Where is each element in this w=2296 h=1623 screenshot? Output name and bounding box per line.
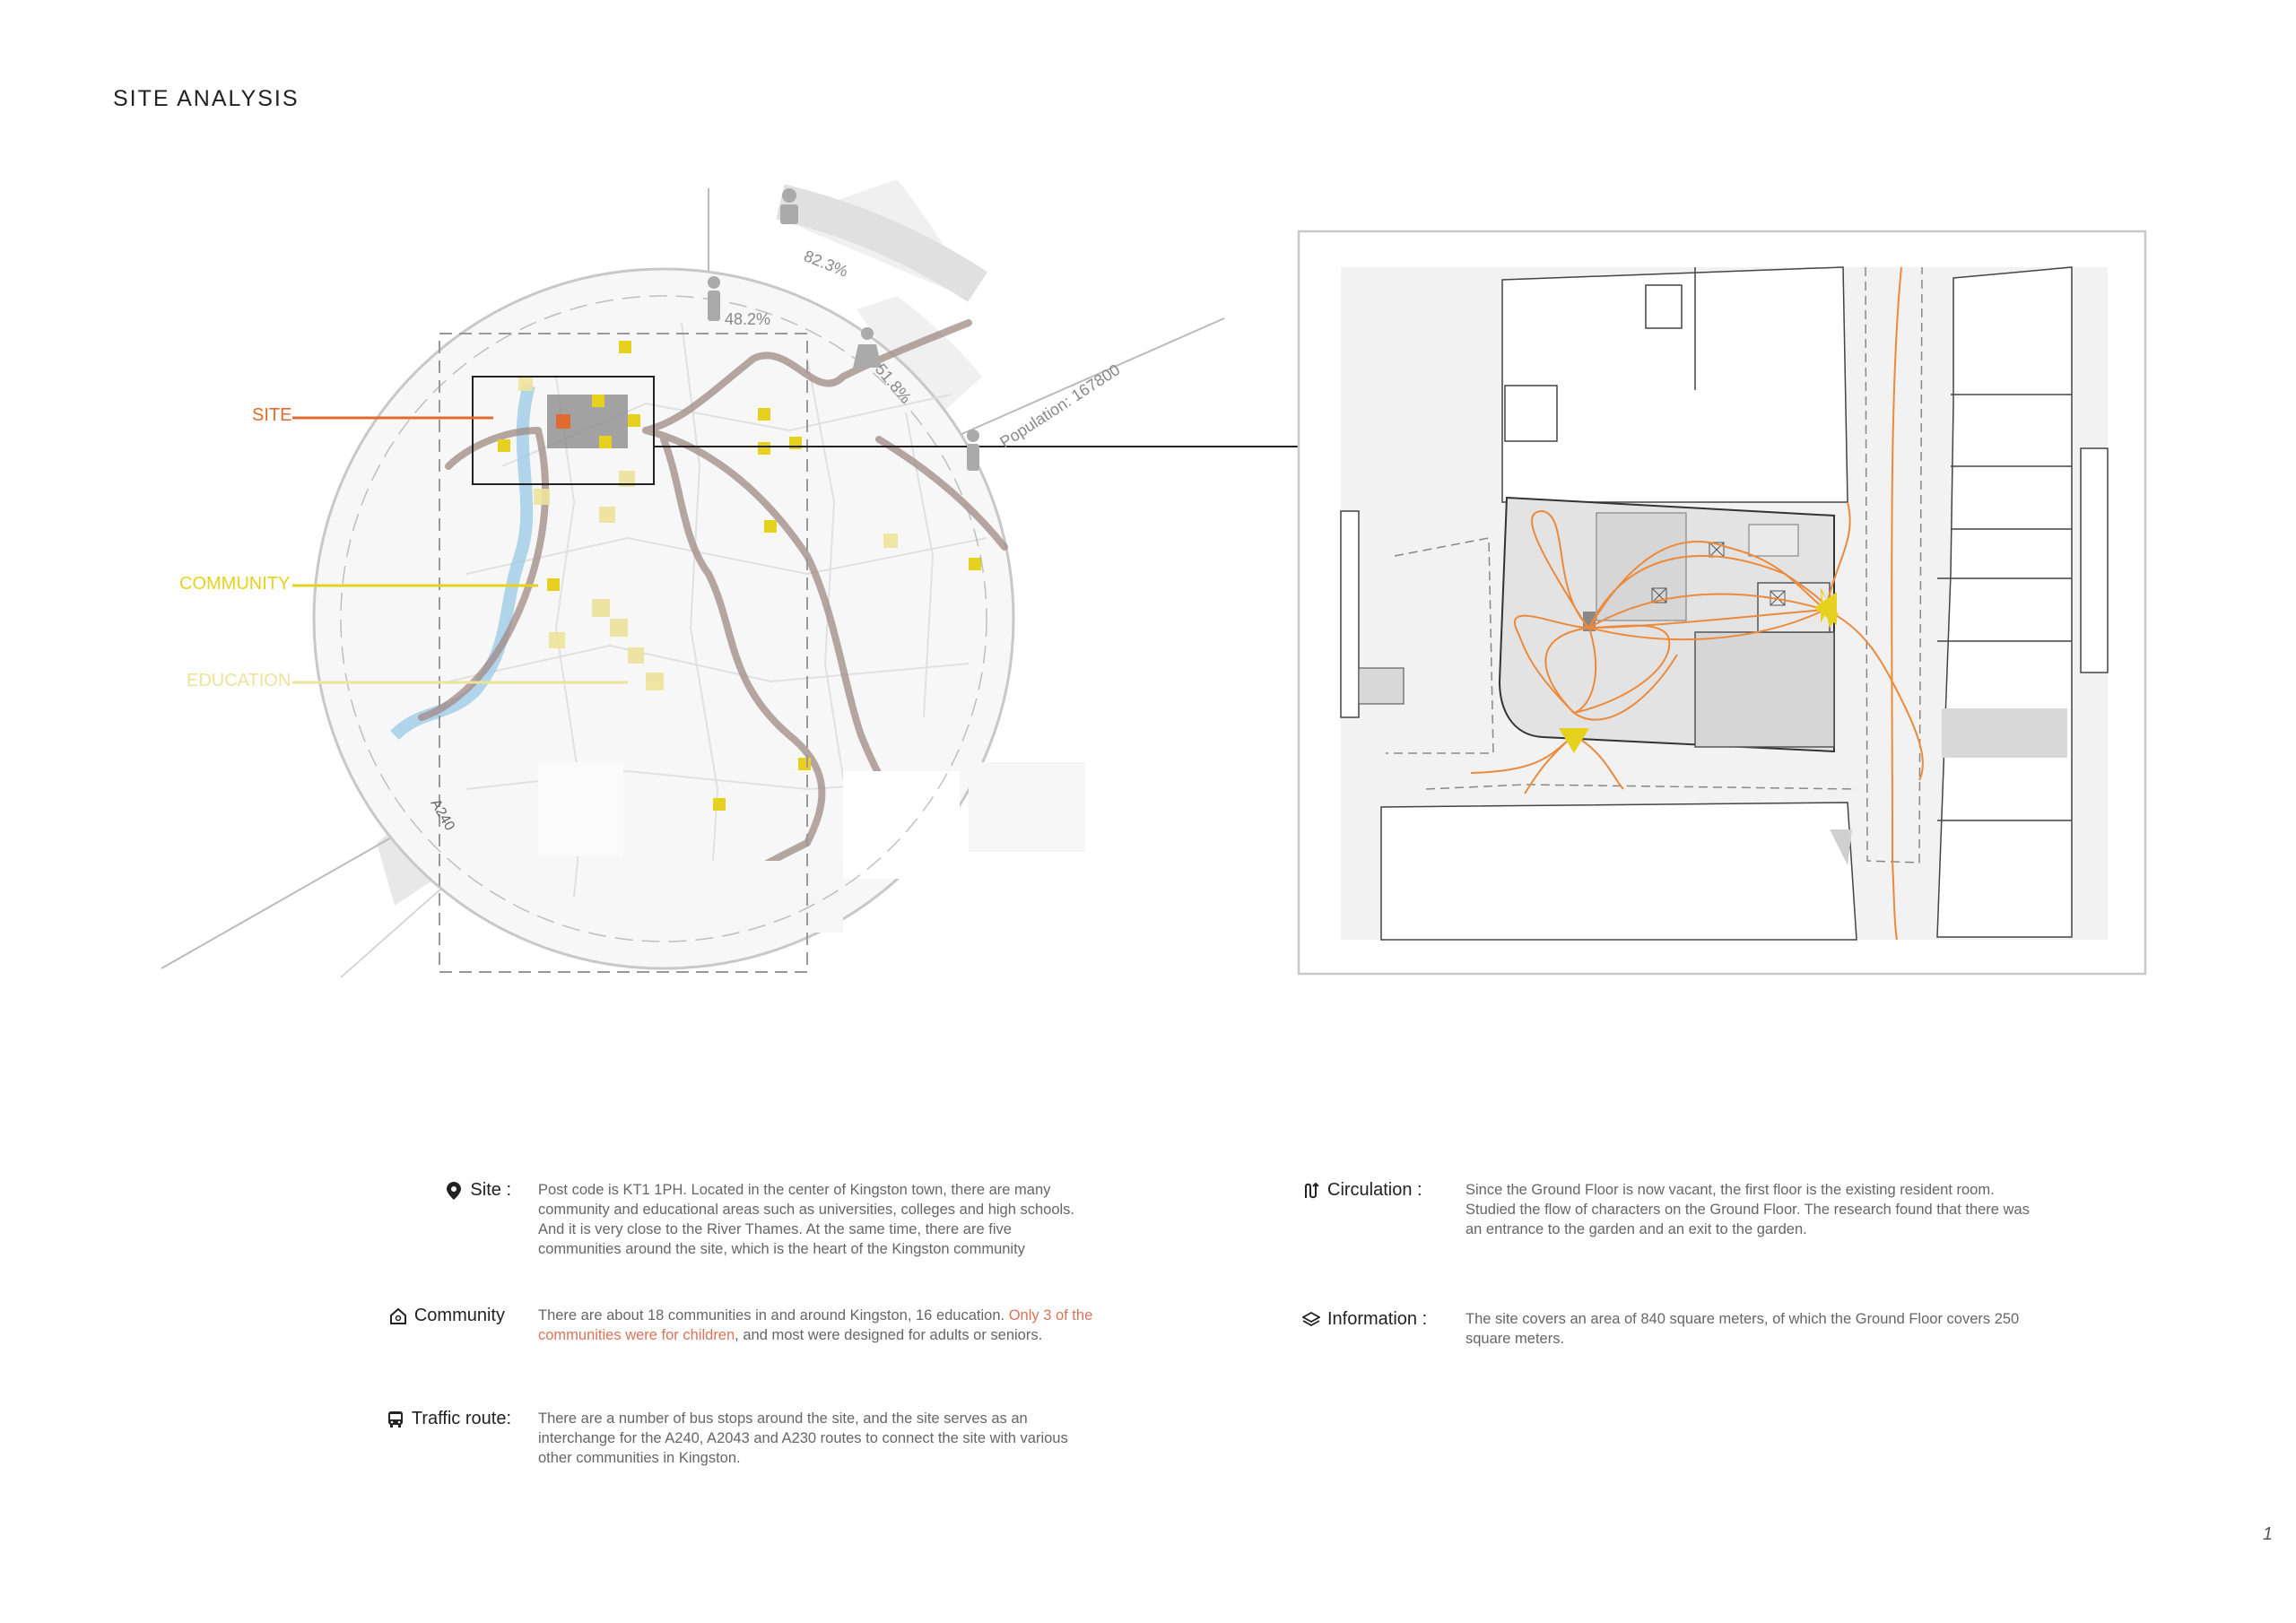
community-heading-label: Community (413, 1306, 505, 1325)
person-icons (708, 188, 979, 471)
community-text-b: , and most were designed for adults or s… (735, 1327, 1043, 1343)
community-legend-label: COMMUNITY (179, 574, 291, 594)
map-patch (619, 861, 843, 933)
road-edge (1425, 784, 1857, 790)
layers-icon (1302, 1311, 1320, 1329)
traffic-heading-label: Traffic route: (411, 1409, 511, 1428)
location-pin-icon (445, 1181, 463, 1200)
stat-82: 82.3% (802, 247, 851, 281)
circulation-text: Since the Ground Floor is now vacant, th… (1465, 1182, 2030, 1237)
site-heading-label: Site : (470, 1180, 511, 1200)
page-title: SITE ANALYSIS (113, 86, 300, 111)
education-legend-label: EDUCATION (187, 671, 291, 690)
stat-arc (776, 184, 987, 302)
site-heading: Site : (445, 1180, 511, 1201)
map-patch (843, 771, 960, 879)
route-icon (1302, 1182, 1320, 1200)
circulation-heading: Circulation : (1302, 1180, 1422, 1201)
community-text-highlight: Only 3 of the communities were for child… (538, 1307, 1093, 1343)
stat-wedge (857, 296, 982, 421)
information-text: The site covers an area of 840 square me… (1465, 1311, 2020, 1347)
entrance-marker (1559, 728, 1589, 753)
context-map: 82.3% 48.2% 51.8% Population: 167800 A24… (161, 179, 1687, 978)
road-edge (1386, 537, 1494, 754)
page-number: 1 (2262, 1524, 2273, 1544)
map-patch (969, 762, 1085, 852)
site-legend-label: SITE (252, 405, 292, 425)
stat-48: 48.2% (725, 310, 770, 328)
information-heading-label: Information : (1327, 1309, 1428, 1329)
population-label: Population: 167800 (996, 360, 1123, 451)
community-heading: Community (389, 1306, 505, 1326)
home-icon (389, 1307, 407, 1325)
site-text: Post code is KT1 1PH. Located in the cen… (538, 1182, 1075, 1257)
community-text-a: There are about 18 communities in and ar… (538, 1307, 1009, 1324)
zoom-box (472, 376, 655, 485)
inner-dashed-ring (340, 295, 987, 942)
information-heading: Information : (1302, 1309, 1427, 1330)
exit-marker (1814, 592, 1837, 625)
map-patch (538, 762, 623, 856)
road-centre (1891, 266, 1902, 941)
bus-icon (387, 1410, 404, 1428)
circulation-heading-label: Circulation : (1327, 1180, 1422, 1200)
community-text: There are about 18 communities in and ar… (538, 1306, 1099, 1345)
study-boundary (439, 333, 808, 973)
traffic-heading: Traffic route: (387, 1409, 511, 1429)
traffic-text: There are a number of bus stops around t… (538, 1410, 1068, 1466)
site-marker (556, 414, 570, 429)
education-markers (518, 377, 898, 690)
site-plan (1297, 230, 2147, 976)
